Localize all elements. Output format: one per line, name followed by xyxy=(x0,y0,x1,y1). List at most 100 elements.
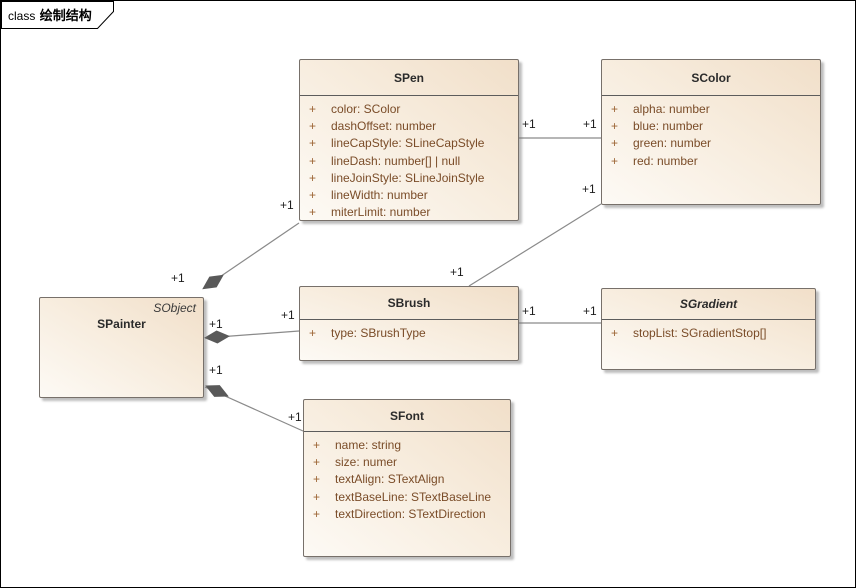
connector-sbrush-scolor[interactable] xyxy=(468,203,602,287)
visibility-sign: + xyxy=(309,188,317,203)
attribute-row: + textDirection: STextDirection xyxy=(304,505,510,522)
frame-keyword: class xyxy=(8,9,35,23)
class-box-sgradient[interactable]: SGradient + stopList: SGradientStop[] xyxy=(601,288,816,370)
attribute-list-spen: + color: SColor + dashOffset: number + lineCa… xyxy=(300,96,518,221)
attribute-text: stopList: SGradientStop[] xyxy=(633,325,767,340)
attribute-text: type: SBrushType xyxy=(331,325,426,340)
attribute-text: textDirection: STextDirection xyxy=(335,506,486,521)
visibility-sign: + xyxy=(309,205,317,220)
visibility-sign: + xyxy=(309,170,317,185)
class-box-scolor[interactable]: SColor + alpha: number + blue: number + green:… xyxy=(601,59,821,205)
class-header-spainter: SPainter xyxy=(40,298,203,350)
attribute-text: alpha: number xyxy=(633,101,710,116)
attribute-row: + stopList: SGradientStop[] xyxy=(602,324,815,341)
multiplicity-label-sbrush-scolor-0: +1 xyxy=(450,265,464,279)
attribute-row: + lineWidth: number xyxy=(300,186,518,203)
visibility-sign: + xyxy=(309,136,317,151)
attribute-row: + lineJoinStyle: SLineJoinStyle xyxy=(300,169,518,186)
visibility-sign: + xyxy=(313,472,321,487)
class-header-sbrush: SBrush xyxy=(300,287,518,320)
multiplicity-label-spainter-spen-1: +1 xyxy=(280,198,294,212)
attribute-text: lineJoinStyle: SLineJoinStyle xyxy=(331,170,485,185)
visibility-sign: + xyxy=(309,325,317,340)
multiplicity-label-spen-scolor-0: +1 xyxy=(522,117,536,131)
visibility-sign: + xyxy=(309,101,317,116)
class-annotation-spainter: SObject xyxy=(153,301,196,315)
class-title-sgradient: SGradient xyxy=(679,297,738,311)
attribute-text: lineDash: number[] | null xyxy=(331,153,461,168)
class-title-spen: SPen xyxy=(393,70,424,85)
attribute-row: + color: SColor xyxy=(300,100,518,117)
attribute-row: + miterLimit: number xyxy=(300,204,518,221)
attribute-text: green: number xyxy=(633,136,712,151)
class-title-spainter: SPainter xyxy=(97,317,146,331)
visibility-sign: + xyxy=(611,153,619,168)
attribute-row: + size: numer xyxy=(304,453,510,470)
visibility-sign: + xyxy=(309,118,317,133)
visibility-sign: + xyxy=(313,437,321,452)
attribute-row: + name: string xyxy=(304,436,510,453)
class-title-sfont: SFont xyxy=(390,408,424,423)
multiplicity-label-spainter-sfont-1: +1 xyxy=(288,410,302,424)
multiplicity-label-spen-scolor-1: +1 xyxy=(583,117,597,131)
multiplicity-label-spainter-sfont-0: +1 xyxy=(209,363,223,377)
frame-tab-label: class 绘制结构 xyxy=(8,8,92,23)
attribute-list-sgradient: + stopList: SGradientStop[] xyxy=(602,320,815,341)
visibility-sign: + xyxy=(611,325,619,340)
composition-diamond-spainter-spen xyxy=(202,274,224,290)
multiplicity-label-sbrush-scolor-1: +1 xyxy=(582,182,596,196)
class-title-scolor: SColor xyxy=(691,70,731,85)
visibility-sign: + xyxy=(313,454,321,469)
class-header-scolor: SColor xyxy=(602,60,820,96)
attribute-text: blue: number xyxy=(633,118,704,133)
composition-diamond-spainter-sfont xyxy=(205,385,229,397)
attribute-text: size: numer xyxy=(335,454,398,469)
attribute-list-sbrush: + type: SBrushType xyxy=(300,320,518,341)
class-box-spen[interactable]: SPen + color: SColor + dashOffset: number + li… xyxy=(299,59,519,221)
attribute-row: + textAlign: STextAlign xyxy=(304,471,510,488)
attribute-row: + type: SBrushType xyxy=(300,324,518,341)
class-header-sgradient: SGradient xyxy=(602,289,815,320)
multiplicity-label-sbrush-sgradient-0: +1 xyxy=(522,304,536,318)
attribute-text: textAlign: STextAlign xyxy=(335,472,445,487)
multiplicity-label-spainter-sbrush-1: +1 xyxy=(281,308,295,322)
composition-diamond-spainter-sbrush xyxy=(204,330,230,344)
visibility-sign: + xyxy=(313,489,321,504)
visibility-sign: + xyxy=(611,101,619,116)
class-box-sfont[interactable]: SFont + name: string + size: numer + textAlign… xyxy=(303,399,511,557)
attribute-text: lineWidth: number xyxy=(331,188,428,203)
visibility-sign: + xyxy=(313,506,321,521)
visibility-sign: + xyxy=(309,153,317,168)
attribute-text: name: string xyxy=(335,437,402,452)
visibility-sign: + xyxy=(611,118,619,133)
frame-title: 绘制结构 xyxy=(40,8,92,23)
attribute-row: + textBaseLine: STextBaseLine xyxy=(304,488,510,505)
frame-tab: class 绘制结构 xyxy=(1,1,114,29)
attribute-text: textBaseLine: STextBaseLine xyxy=(335,489,492,504)
multiplicity-label-spainter-spen-0: +1 xyxy=(171,271,185,285)
attribute-text: dashOffset: number xyxy=(331,118,437,133)
class-header-sfont: SFont xyxy=(304,400,510,432)
attribute-row: + blue: number xyxy=(602,117,820,134)
class-header-spen: SPen xyxy=(300,60,518,96)
attribute-text: miterLimit: number xyxy=(331,205,431,220)
attribute-row: + lineCapStyle: SLineCapStyle xyxy=(300,135,518,152)
attribute-list-scolor: + alpha: number + blue: number + green: numbe… xyxy=(602,96,820,169)
attribute-row: + green: number xyxy=(602,135,820,152)
attribute-text: red: number xyxy=(633,153,698,168)
frame-tab-shape xyxy=(1,1,114,29)
visibility-sign: + xyxy=(611,136,619,151)
class-title-sbrush: SBrush xyxy=(387,296,431,310)
class-box-sbrush[interactable]: SBrush + type: SBrushType xyxy=(299,286,519,361)
attribute-row: + red: number xyxy=(602,152,820,169)
attribute-row: + lineDash: number[] | null xyxy=(300,152,518,169)
attribute-text: lineCapStyle: SLineCapStyle xyxy=(331,136,485,151)
attribute-row: + dashOffset: number xyxy=(300,117,518,134)
attribute-text: color: SColor xyxy=(331,101,401,116)
attribute-row: + alpha: number xyxy=(602,100,820,117)
attribute-list-sfont: + name: string + size: numer + textAlign: STe… xyxy=(304,432,510,522)
multiplicity-label-spainter-sbrush-0: +1 xyxy=(209,317,223,331)
